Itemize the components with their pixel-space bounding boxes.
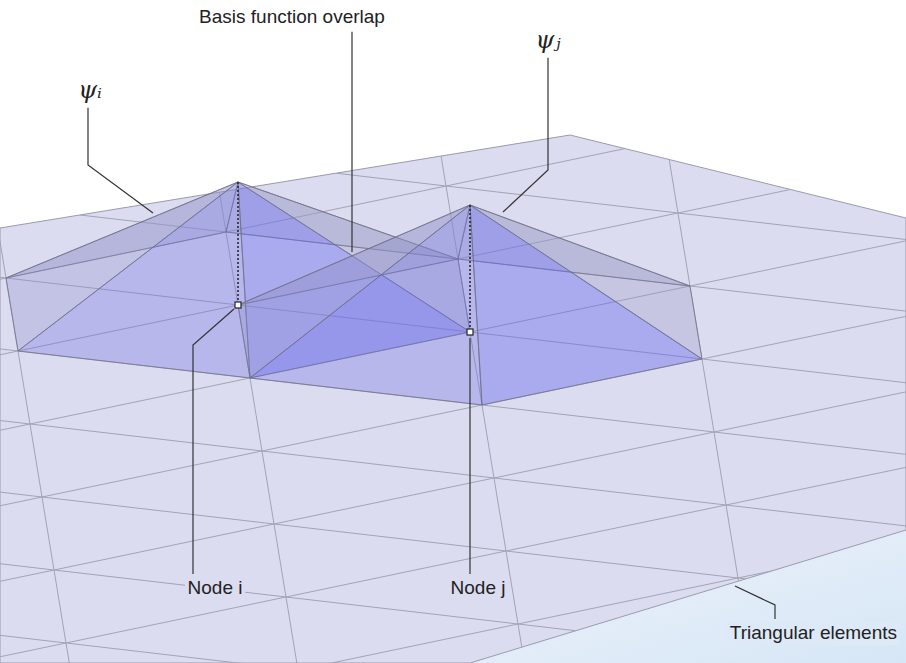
node-marker: [235, 302, 241, 308]
mesh-plane: [0, 135, 906, 663]
element-edge: [0, 0, 906, 483]
leader-line: [88, 108, 153, 213]
element-edge: [790, 0, 906, 663]
element-edge: [0, 0, 906, 629]
callout-label: Basis function overlap: [196, 6, 388, 29]
element-edge: [0, 127, 906, 663]
element-edge: [0, 492, 906, 663]
element-edge: [0, 0, 906, 556]
element-edge: [0, 565, 906, 663]
leader-line: [469, 338, 470, 574]
element-edge: [0, 0, 906, 191]
element-edge: [0, 23, 906, 663]
node-marker: [467, 329, 473, 335]
callout-label: Node i: [185, 577, 246, 600]
callout-label: Triangular elements: [727, 622, 900, 645]
function-label: ψⱼ: [532, 26, 563, 55]
leader-line: [503, 58, 548, 212]
element-edge: [0, 0, 906, 410]
element-edge: [0, 419, 906, 663]
leader-line: [193, 309, 234, 574]
function-label: ψᵢ: [75, 76, 105, 105]
element-edge: [0, 54, 906, 663]
element-edge: [0, 0, 906, 45]
pyramid-face: [18, 182, 250, 378]
node-markers: [235, 182, 473, 335]
pyramid-face: [250, 205, 482, 405]
pyramid-face: [470, 205, 702, 405]
height-line: [469, 205, 471, 332]
element-edge: [0, 0, 558, 587]
leader-line: [351, 32, 352, 252]
element-edge: [0, 0, 790, 614]
height-line: [237, 182, 239, 305]
basis-functions: [6, 182, 702, 405]
callout-label: Node j: [448, 577, 509, 600]
element-edge: [0, 0, 906, 118]
leader-line: [735, 586, 775, 619]
leader-lines: [88, 32, 775, 619]
